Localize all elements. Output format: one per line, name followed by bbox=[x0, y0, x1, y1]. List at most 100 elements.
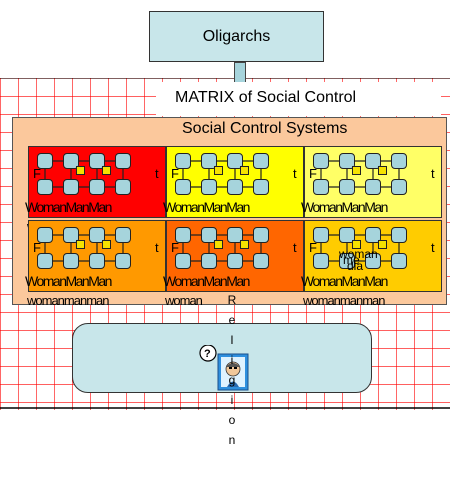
network-node bbox=[339, 227, 355, 243]
network-node bbox=[89, 153, 105, 169]
network-node bbox=[37, 179, 53, 195]
network-node bbox=[89, 227, 105, 243]
network-node bbox=[365, 253, 381, 269]
oligarchs-node: Oligarchs bbox=[149, 11, 324, 62]
network-node bbox=[313, 227, 329, 243]
network-node bbox=[227, 153, 243, 169]
network-node bbox=[227, 179, 243, 195]
network-node bbox=[201, 227, 217, 243]
cell-label-right: t bbox=[431, 166, 435, 181]
cell-extra-label: me bbox=[343, 253, 360, 267]
network-node bbox=[37, 153, 53, 169]
cell-row-label-2: woman bbox=[165, 293, 203, 308]
svg-text:?: ? bbox=[204, 348, 211, 360]
cell-row-label: WomanManMan bbox=[301, 199, 388, 215]
network-node bbox=[365, 153, 381, 169]
network-node bbox=[175, 153, 191, 169]
network-node bbox=[365, 179, 381, 195]
network-node bbox=[63, 227, 79, 243]
network-node bbox=[253, 227, 269, 243]
network-hub bbox=[76, 166, 85, 175]
cell-label-right: t bbox=[293, 240, 297, 255]
network-hub bbox=[352, 166, 361, 175]
vertical-letter: e bbox=[228, 313, 236, 327]
network-node bbox=[227, 253, 243, 269]
network-node bbox=[201, 253, 217, 269]
network-node bbox=[63, 153, 79, 169]
vertical-letter: o bbox=[228, 413, 236, 427]
network-node bbox=[339, 253, 355, 269]
network-node bbox=[339, 153, 355, 169]
network-node bbox=[313, 179, 329, 195]
network-node bbox=[37, 253, 53, 269]
cell-label-left: F bbox=[171, 240, 179, 255]
vertical-letter: i bbox=[230, 353, 234, 367]
cell-extra-label: woman bbox=[339, 247, 378, 261]
cell-row-label: WomanManMan bbox=[25, 273, 112, 289]
network-node bbox=[253, 153, 269, 169]
vertical-letter: i bbox=[230, 393, 234, 407]
network-node bbox=[115, 227, 131, 243]
network-node bbox=[89, 253, 105, 269]
network-node bbox=[175, 253, 191, 269]
network-node bbox=[313, 153, 329, 169]
network-node bbox=[63, 253, 79, 269]
network-hub bbox=[102, 166, 111, 175]
network-node bbox=[227, 227, 243, 243]
network-hub bbox=[378, 240, 387, 249]
vertical-letter: n bbox=[228, 433, 236, 447]
cell-row-label: WomanManMan bbox=[25, 199, 112, 215]
network-hub bbox=[102, 240, 111, 249]
matrix-label: MATRIX of Social Control bbox=[175, 89, 357, 106]
network-node bbox=[201, 153, 217, 169]
network-hub bbox=[240, 240, 249, 249]
network-node bbox=[339, 179, 355, 195]
cell-label-right: t bbox=[155, 166, 159, 181]
vertical-letter: g bbox=[228, 373, 236, 387]
network-node bbox=[253, 253, 269, 269]
network-hub bbox=[214, 166, 223, 175]
matrix-label-bg bbox=[156, 82, 441, 116]
network-node bbox=[365, 227, 381, 243]
cell-label-right: t bbox=[431, 240, 435, 255]
cell-label-left: F bbox=[33, 240, 41, 255]
network-node bbox=[89, 179, 105, 195]
cell-label-left: F bbox=[309, 240, 317, 255]
oligarchs-label: Oligarchs bbox=[202, 27, 271, 45]
cell-label-left: F bbox=[171, 166, 179, 181]
network-hub bbox=[214, 240, 223, 249]
cell-label-right: t bbox=[293, 166, 297, 181]
network-node bbox=[115, 153, 131, 169]
cell-row-label: WomanManMan bbox=[301, 273, 388, 289]
network-node bbox=[175, 179, 191, 195]
network-node bbox=[115, 179, 131, 195]
network-node bbox=[391, 227, 407, 243]
network-node bbox=[63, 179, 79, 195]
cell-label-left: F bbox=[309, 166, 317, 181]
network-node bbox=[391, 253, 407, 269]
network-node bbox=[37, 227, 53, 243]
vertical-letter: R bbox=[227, 293, 237, 307]
cell-label-right: t bbox=[155, 240, 159, 255]
network-hub bbox=[352, 240, 361, 249]
network-node bbox=[175, 227, 191, 243]
network-hub bbox=[76, 240, 85, 249]
confused-person-icon: ? bbox=[199, 344, 251, 393]
network-hub bbox=[378, 166, 387, 175]
vertical-letter: l bbox=[230, 333, 234, 347]
cell-row-label-2: womanmanman bbox=[27, 293, 109, 308]
cell-row-label: WomanManMan bbox=[163, 199, 250, 215]
cell-extra-label: dia bbox=[347, 259, 364, 273]
cell-row-label: WomanManMan bbox=[163, 273, 250, 289]
cell-row-label-2: womanmanman bbox=[303, 293, 385, 308]
network-node bbox=[313, 253, 329, 269]
systems-label: Social Control Systems bbox=[182, 120, 348, 137]
network-node bbox=[391, 179, 407, 195]
